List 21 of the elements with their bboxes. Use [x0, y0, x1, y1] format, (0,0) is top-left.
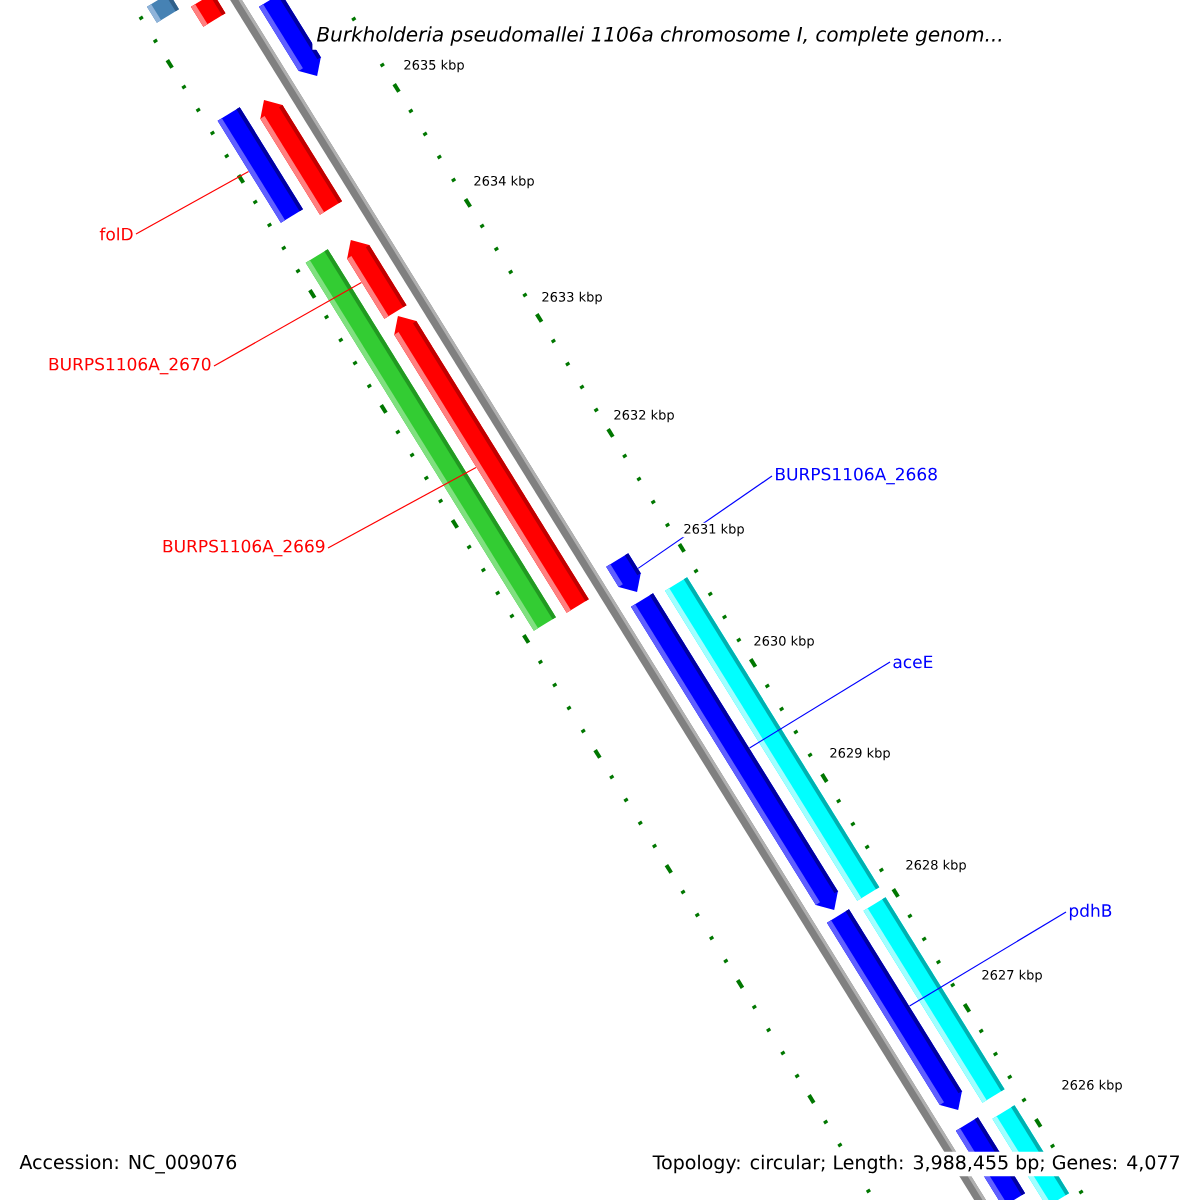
gene-bar — [190, 0, 226, 27]
gene-label: BURPS1106A_2668 — [776, 467, 937, 485]
info-text: Topology: circular; Length: 3,988,455 bp; Genes: 4,077 — [649, 1151, 1184, 1177]
gene-bar — [217, 107, 303, 223]
gene-bar — [606, 553, 641, 592]
gene-bar — [258, 0, 321, 76]
leader-line — [748, 661, 891, 749]
title: Burkholderia pseudomallei 1106a chromosome I, complete genom... — [312, 22, 1008, 50]
gene-bar — [394, 316, 589, 613]
leader-line — [327, 466, 477, 549]
gene-bar — [826, 909, 962, 1110]
gene-label: aceE — [893, 655, 933, 669]
gene-bar — [146, 0, 179, 23]
gene-label: BURPS1106A_2670 — [49, 357, 211, 375]
leader-line — [908, 911, 1067, 1007]
gene-label: pdhB — [1069, 903, 1112, 921]
leader-line — [213, 282, 363, 367]
leader-line — [135, 170, 250, 235]
info-text: Accession: NC_009076 — [16, 1151, 241, 1177]
gene-label: BURPS1106A_2669 — [163, 539, 325, 557]
gene-label: folD — [99, 227, 133, 241]
